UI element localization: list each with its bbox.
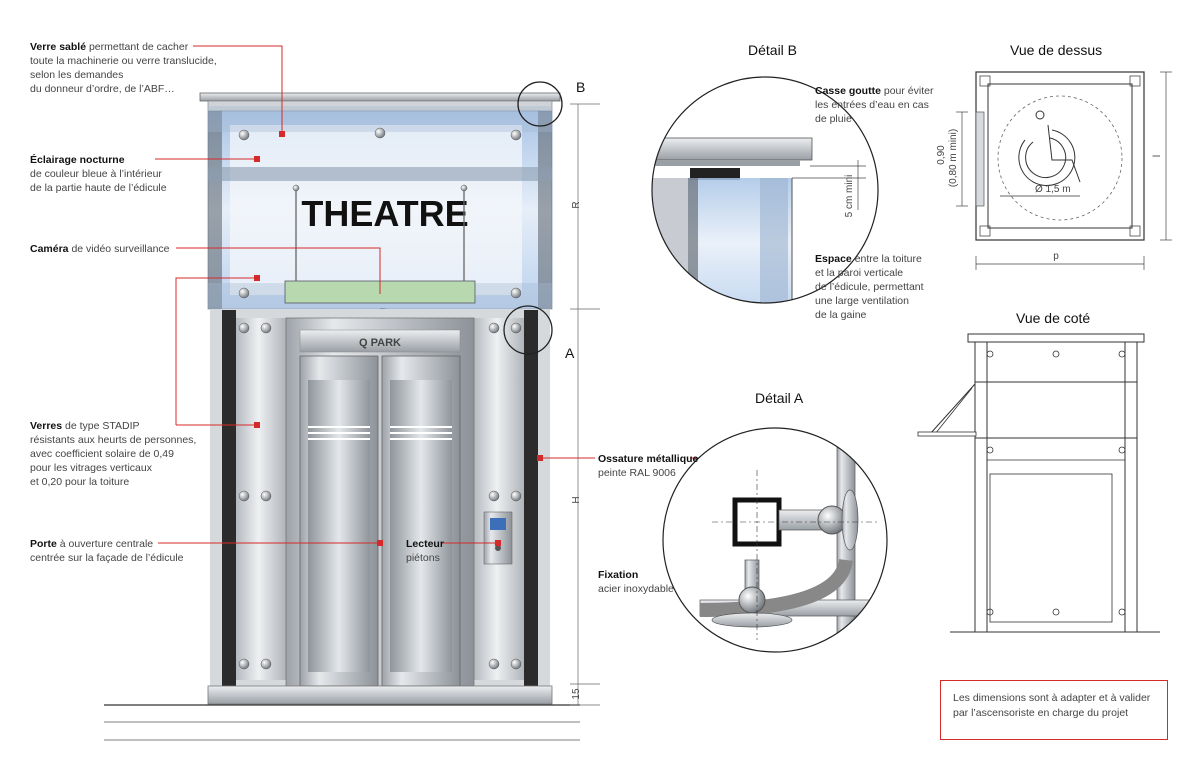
- annotation-lecteur: Lecteur piétons: [406, 537, 444, 565]
- fixation-line: acier inoxydable: [598, 583, 674, 595]
- annotation-verre-sable: Verre sablé permettant de cacher toute l…: [30, 40, 217, 96]
- marker-circle-b: [517, 81, 563, 127]
- eclairage-title: Éclairage nocturne: [30, 154, 125, 166]
- title-vue-dessus: Vue de dessus: [1010, 42, 1103, 58]
- casse-goutte-line: de pluie: [815, 113, 852, 125]
- dim-15: 15: [571, 688, 582, 700]
- upper-post-left: [208, 111, 222, 309]
- verre-sable-line: selon les demandes: [30, 69, 124, 81]
- espace-rest: entre la toiture: [851, 253, 922, 265]
- verres-line: pour les vitrages verticaux: [30, 462, 152, 474]
- espace-line: de la gaine: [815, 309, 867, 321]
- title-detail-b: Détail B: [748, 42, 798, 58]
- porte-rest: à ouverture centrale: [56, 538, 154, 550]
- marker-b: B: [576, 79, 585, 95]
- frosted-panel: [230, 125, 522, 295]
- annotation-casse-goutte: Casse goutte pour éviter les entrées d’e…: [815, 84, 933, 126]
- verre-sable-line: toute la machinerie ou verre translucide…: [30, 55, 217, 67]
- upper-top-band: [208, 106, 552, 132]
- door-header: [299, 329, 461, 353]
- verres-rest: de type STADIP: [62, 420, 140, 432]
- reader-screen: [490, 518, 506, 530]
- annotation-ossature: Ossature métallique peinte RAL 9006: [598, 452, 698, 480]
- side-view: [917, 333, 1160, 633]
- door-window-left: [308, 380, 370, 672]
- upper-post-right: [538, 111, 552, 309]
- annotation-espace: Espace entre la toiture et la paroi vert…: [815, 252, 924, 322]
- verre-sable-line: du donneur d’ordre, de l’ABF…: [30, 83, 175, 95]
- espace-line: une large ventilation: [815, 295, 909, 307]
- door-stripes: [308, 426, 452, 440]
- title-detail-a: Détail A: [755, 390, 804, 406]
- camera-title: Caméra: [30, 243, 69, 255]
- verre-sable-rest: permettant de cacher: [86, 41, 189, 53]
- verres-line: et 0,20 pour la toiture: [30, 476, 130, 488]
- annotation-camera: Caméra de vidéo surveillance: [30, 242, 170, 256]
- annotation-porte: Porte à ouverture centrale centrée sur l…: [30, 537, 184, 565]
- door-window-right: [390, 380, 452, 672]
- eclairage-line: de couleur bleue à l’intérieur: [30, 168, 162, 180]
- verres-line: résistants aux heurts de personnes,: [30, 434, 197, 446]
- annotation-eclairage: Éclairage nocturne de couleur bleue à l’…: [30, 153, 167, 195]
- detail-a: [662, 427, 888, 653]
- casse-goutte-title: Casse goutte: [815, 85, 881, 97]
- reader-button: [495, 545, 501, 551]
- dim-l: l: [1152, 155, 1163, 157]
- porte-title: Porte: [30, 538, 57, 550]
- dimensions-note: Les dimensions sont à adapter et à valid…: [940, 680, 1168, 740]
- glass-bolts: [238, 127, 522, 670]
- ossature-line: peinte RAL 9006: [598, 467, 676, 479]
- top-view: Ø 1,5 m 0,90 (0,80 m mini) p l: [936, 71, 1172, 270]
- qpark-logo: Q PARK: [359, 337, 401, 349]
- verre-sable-title: Verre sablé: [30, 41, 87, 53]
- dim-p: p: [1053, 251, 1059, 262]
- fixation-title: Fixation: [598, 569, 639, 581]
- porte-line: centrée sur la façade de l’édicule: [30, 552, 184, 564]
- dark-post-right: [524, 310, 538, 686]
- dim-r: R: [571, 201, 582, 208]
- dim-h: H: [571, 496, 582, 503]
- lecteur-title: Lecteur: [406, 538, 444, 550]
- roof-slab: [199, 92, 561, 102]
- height-dimension: [570, 103, 600, 706]
- espace-title: Espace: [815, 253, 852, 265]
- base-plinth: [207, 685, 553, 705]
- detail-b: 5 cm mini: [651, 76, 879, 304]
- dim-diam: Ø 1,5 m: [1035, 184, 1071, 195]
- dim-090: 0,90: [936, 145, 947, 165]
- verres-title: Verres: [30, 420, 63, 432]
- eclairage-line: de la partie haute de l’édicule: [30, 182, 167, 194]
- verres-line: avec coefficient solaire de 0,49: [30, 448, 174, 460]
- ossature-title: Ossature métallique: [598, 453, 699, 465]
- main-elevation: THEATRE Q PARK: [104, 79, 600, 741]
- camera-rest: de vidéo surveillance: [68, 243, 170, 255]
- marker-circle-a: [503, 305, 553, 355]
- title-vue-cote: Vue de coté: [1016, 310, 1091, 326]
- casse-goutte-line: les entrées d’eau en cas: [815, 99, 929, 111]
- dark-post-left: [222, 310, 236, 686]
- espace-line: et la paroi verticale: [815, 267, 904, 279]
- lecteur-line: piétons: [406, 552, 440, 564]
- annotation-fixation: Fixation acier inoxydable: [598, 568, 674, 596]
- dim-080: (0,80 m mini): [948, 129, 959, 187]
- annotation-verres: Verres de type STADIP résistants aux heu…: [30, 419, 196, 489]
- upper-crossbar: [208, 167, 552, 181]
- casse-goutte-rest: pour éviter: [880, 85, 934, 97]
- marker-a: A: [565, 345, 575, 361]
- theatre-sign: THEATRE: [301, 193, 468, 234]
- espace-line: de l’édicule, permettant: [815, 281, 924, 293]
- dim-5cm: 5 cm mini: [844, 175, 855, 218]
